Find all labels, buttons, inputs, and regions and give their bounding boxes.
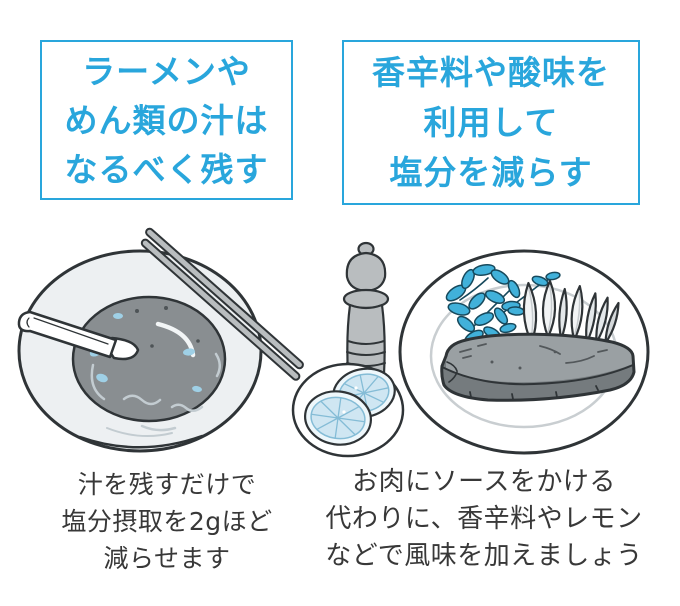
right-title-line-3: 塩分を減らす	[389, 152, 593, 192]
right-panel-caption: お肉にソースをかける 代わりに、香辛料やレモン などで風味を加えましょう	[298, 464, 670, 575]
left-title-line-2: めん類の汁は	[64, 100, 269, 140]
chopsticks-icon	[140, 227, 304, 381]
left-panel-title-box: ラーメンや めん類の汁は なるべく残す	[40, 40, 293, 200]
lemon-slice-icon	[304, 390, 372, 446]
left-caption-line-3: 減らせます	[103, 544, 231, 573]
right-title-line-1: 香辛料や酸味を	[372, 52, 610, 92]
left-title-line-1: ラーメンや	[82, 51, 251, 91]
left-title-line-3: なるべく残す	[64, 149, 269, 189]
left-caption-line-1: 汁を残すだけで	[77, 470, 257, 499]
lemon-slice-plate-icon	[291, 362, 405, 458]
soup-icon	[71, 295, 227, 437]
left-panel-caption: 汁を残すだけで 塩分摂取を2gほど 減らせます	[8, 466, 326, 577]
pepper-mill-icon	[342, 241, 390, 379]
ramen-bowl-icon	[17, 227, 304, 453]
ladle-icon	[17, 310, 140, 361]
right-caption-line-2: 代わりに、香辛料やレモン	[325, 504, 643, 534]
right-panel-title-box: 香辛料や酸味を 利用して 塩分を減らす	[342, 40, 640, 205]
lemon-wedges-icon	[522, 279, 620, 345]
right-caption-line-1: お肉にソースをかける	[352, 467, 616, 497]
right-caption-line-3: などで風味を加えましょう	[325, 541, 643, 571]
right-title-line-2: 利用して	[423, 102, 559, 142]
left-caption-line-2: 塩分摂取を2gほど	[61, 507, 273, 536]
steak-icon	[440, 332, 636, 402]
